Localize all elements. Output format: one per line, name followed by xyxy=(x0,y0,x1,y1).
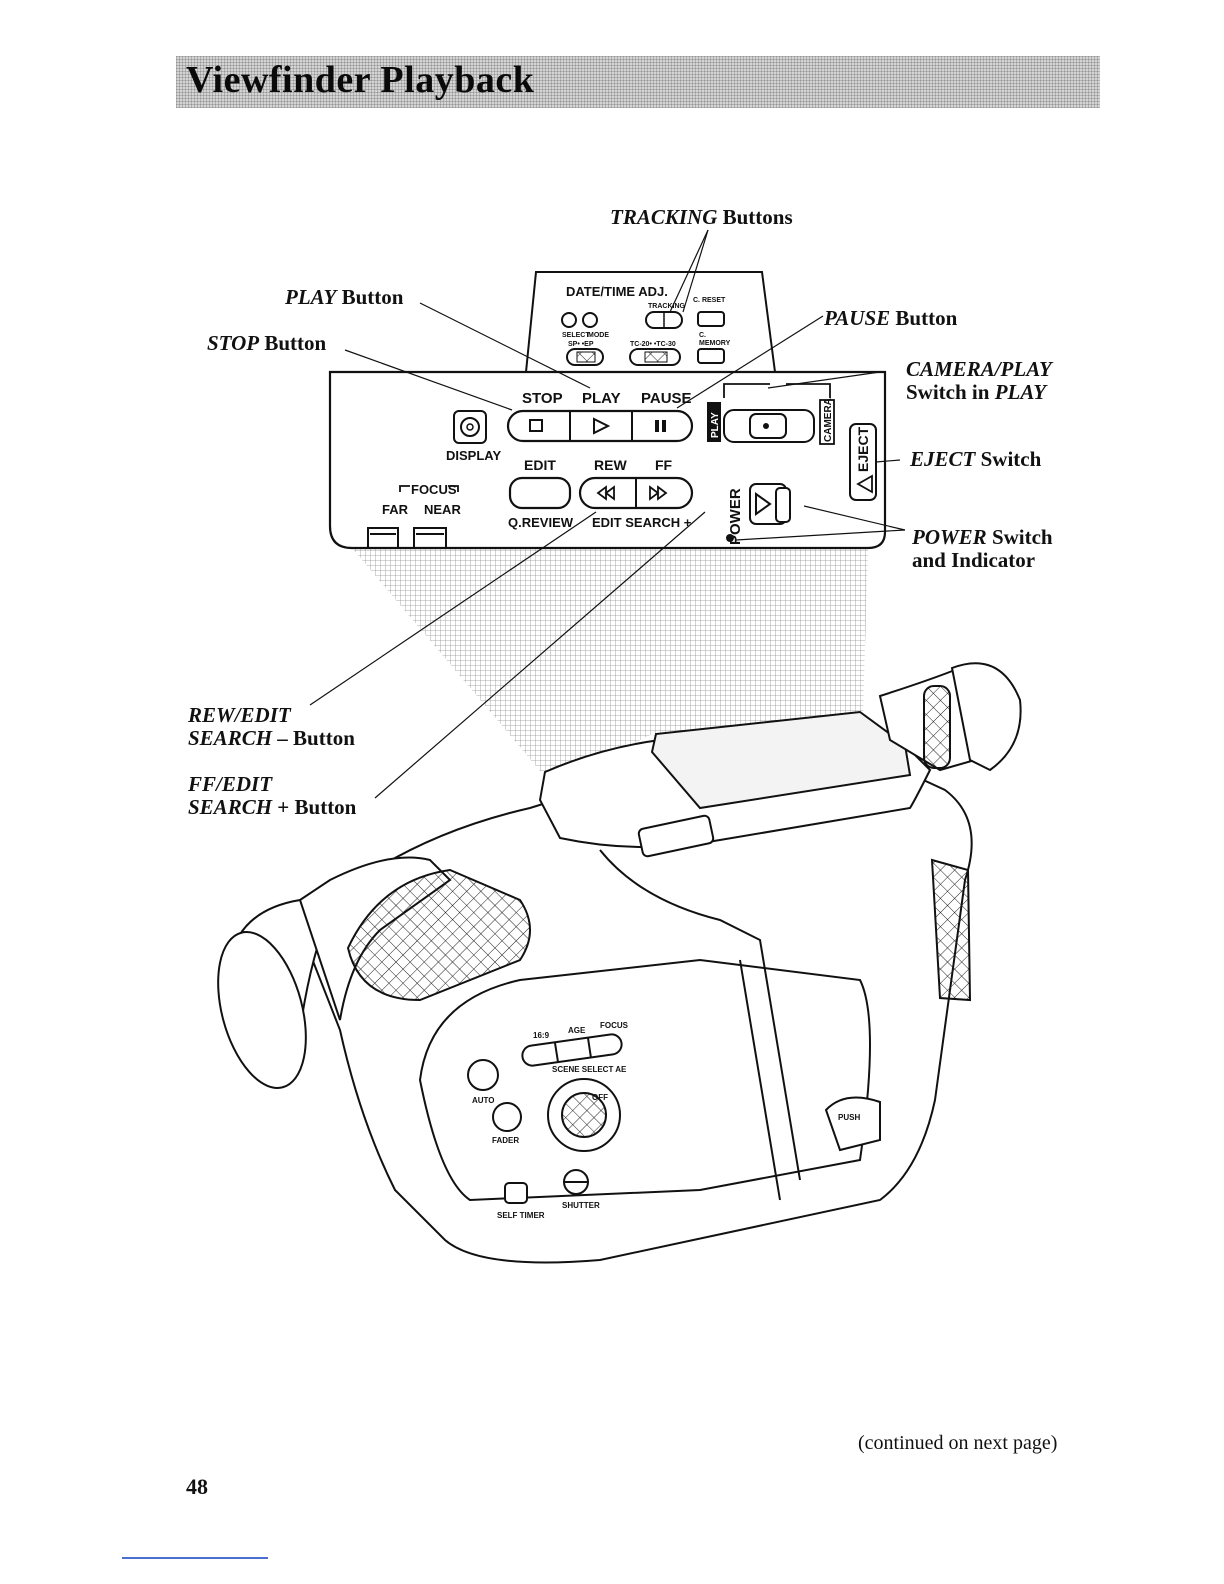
sp-ep-switch[interactable] xyxy=(566,348,604,366)
fader-label: FADER xyxy=(492,1136,519,1145)
off-label: OFF xyxy=(592,1093,608,1102)
upper-control-tab: DATE/TIME ADJ. TRACKING C. RESET SELECT … xyxy=(524,271,777,373)
auto-label: AUTO xyxy=(472,1096,495,1105)
q-review-label: Q.REVIEW xyxy=(508,515,574,530)
shutter-label: SHUTTER xyxy=(562,1201,600,1210)
date-time-adj-label: DATE/TIME ADJ. xyxy=(566,284,668,299)
sp-ep-label: SP• •EP xyxy=(568,341,594,348)
camcorder-labels: 16:9 AGE FOCUS SCENE SELECT AE AUTO FADE… xyxy=(472,1021,860,1220)
play-switch-label xyxy=(707,402,721,442)
play-icon[interactable] xyxy=(593,417,611,435)
far-label: FAR xyxy=(382,502,409,517)
memory-label: MEMORY xyxy=(699,340,731,347)
eject-icon xyxy=(856,474,873,494)
edit-button[interactable] xyxy=(508,476,572,510)
focus-far-button[interactable] xyxy=(367,527,399,548)
play-switch-text: PLAY xyxy=(710,412,721,438)
fast-forward-icon[interactable] xyxy=(649,485,668,501)
memory-button[interactable] xyxy=(697,348,725,364)
ff-label: FF xyxy=(655,457,673,473)
ff-edit-search-callout: FF/EDIT SEARCH + Button xyxy=(188,772,357,819)
stop-button-callout: STOP Button xyxy=(207,331,327,355)
camera-switch-text: CAMERA xyxy=(823,398,834,442)
camera-play-switch[interactable] xyxy=(723,409,815,443)
self-timer-label: SELF TIMER xyxy=(497,1211,545,1220)
edit-label: EDIT xyxy=(524,457,556,473)
stop-label: STOP xyxy=(522,390,563,407)
tracking-label: TRACKING xyxy=(648,303,685,310)
display-label: DISPLAY xyxy=(446,448,501,463)
bottom-rule xyxy=(122,1557,268,1559)
select-button[interactable] xyxy=(561,312,577,328)
push-label: PUSH xyxy=(838,1113,860,1122)
near-label: NEAR xyxy=(424,502,461,517)
eject-switch-callout: EJECT Switch xyxy=(910,447,1042,471)
scene-select-label: SCENE SELECT AE xyxy=(552,1065,627,1074)
eject-label: EJECT xyxy=(855,426,871,472)
mode-label: MODE xyxy=(588,332,609,339)
camcorder-body xyxy=(217,662,1022,1264)
tc-label: TC-20• •TC-30 xyxy=(630,341,676,348)
power-arrow-icon xyxy=(755,492,772,516)
c-label: C. xyxy=(699,332,706,339)
camera-switch-label xyxy=(819,399,835,445)
play-label: PLAY xyxy=(582,390,621,407)
continued-note: (continued on next page) xyxy=(858,1432,1058,1454)
camera-play-switch-callout: CAMERA/PLAY Switch in PLAY xyxy=(906,357,1052,404)
pause-button-callout: PAUSE Button xyxy=(824,306,958,330)
focus-near-button[interactable] xyxy=(413,527,447,548)
page-number: 48 xyxy=(186,1474,208,1499)
tracking-buttons-callout: TRACKING Buttons xyxy=(610,205,793,229)
c-reset-label: C. RESET xyxy=(693,297,726,304)
display-button[interactable] xyxy=(453,410,487,444)
btn-focus-label: FOCUS xyxy=(600,1021,629,1030)
btn-16x9-label: 16:9 xyxy=(533,1031,550,1040)
btn-age-label: AGE xyxy=(568,1026,586,1035)
play-button-callout: PLAY Button xyxy=(285,285,404,309)
pause-icon[interactable] xyxy=(655,420,659,432)
rewind-icon[interactable] xyxy=(596,485,615,501)
rew-label: REW xyxy=(594,457,627,473)
page-title: Viewfinder Playback xyxy=(186,59,535,101)
power-indicator xyxy=(726,534,734,542)
tc-switch[interactable] xyxy=(629,348,681,366)
stop-icon[interactable] xyxy=(529,419,543,432)
title-banner: Viewfinder Playback xyxy=(176,56,1100,108)
select-label: SELECT xyxy=(562,332,590,339)
c-reset-button[interactable] xyxy=(697,311,725,327)
pause-label: PAUSE xyxy=(641,390,692,407)
power-label: POWER xyxy=(727,488,744,545)
power-switch-callout: POWER Switch and Indicator xyxy=(912,525,1053,572)
control-panel: STOP PLAY PAUSE DISPLAY EDIT REW FF FOCU… xyxy=(328,370,887,550)
rew-edit-search-callout: REW/EDIT SEARCH – Button xyxy=(188,703,355,750)
mode-button[interactable] xyxy=(582,312,598,328)
edit-search-label: EDIT SEARCH + xyxy=(592,515,692,530)
leader-lines xyxy=(309,229,906,799)
focus-label: FOCUS xyxy=(411,482,457,497)
